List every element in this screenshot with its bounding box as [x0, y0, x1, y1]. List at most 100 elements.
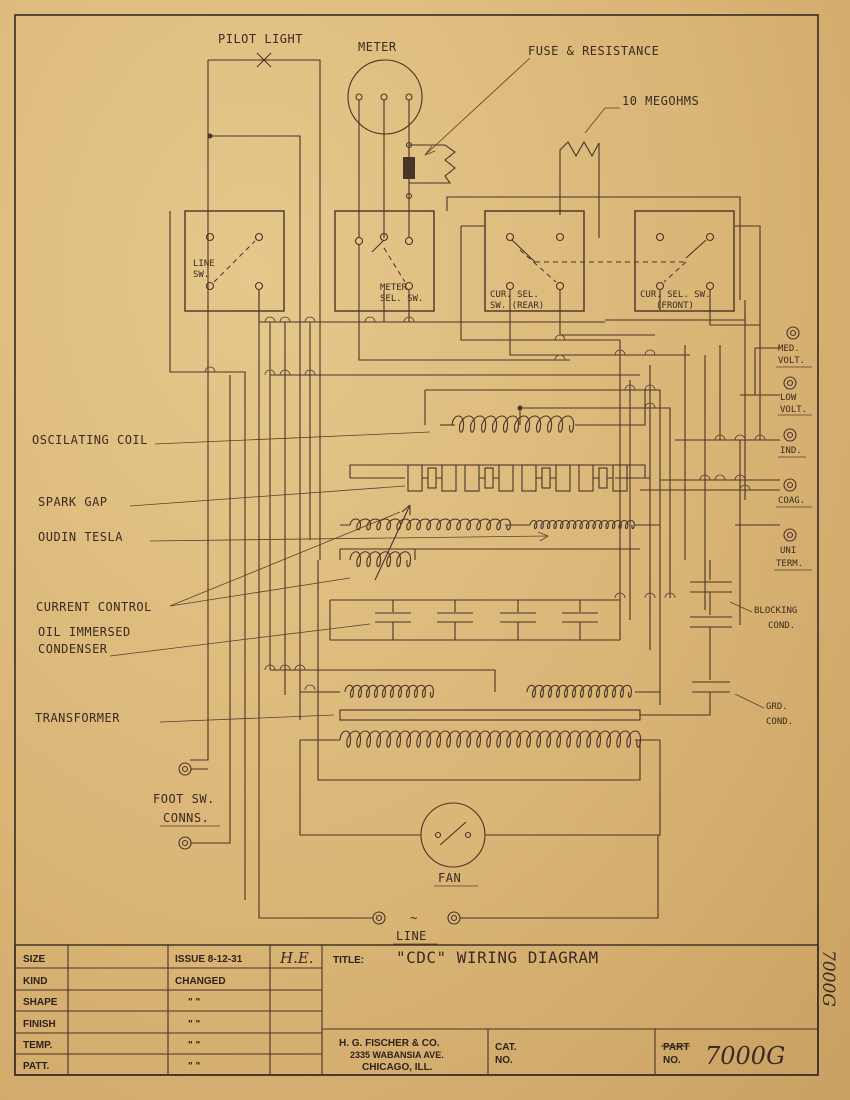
low-volt-label-1: LOW — [780, 393, 797, 403]
ditto-shape: " " — [188, 997, 201, 1008]
blocking-condenser: BLOCKING COND. — [690, 560, 797, 680]
tesla-primary-winding — [349, 518, 512, 531]
blocking-cond-label-1: BLOCKING — [754, 606, 797, 616]
megohms-label: 10 MEGOHMS — [622, 94, 699, 108]
transformer: TRANSFORMER — [35, 669, 660, 748]
line-switch: LINE SW. — [184, 210, 285, 312]
issue-date: ISSUE 8-12-31 — [175, 954, 243, 965]
row-temp: TEMP. — [23, 1040, 52, 1051]
ditto-patt: " " — [188, 1061, 201, 1072]
company-city: CHICAGO, ILL. — [362, 1062, 433, 1073]
margin-part-number: 7000G — [818, 950, 838, 1007]
med-volt-label-1: MED. — [778, 344, 800, 354]
transformer-label: TRANSFORMER — [35, 711, 120, 725]
tesla-secondary-winding — [529, 519, 635, 530]
oil-condenser-plate-pair — [500, 600, 536, 640]
oscilating-coil-winding — [451, 415, 575, 433]
oil-condenser-label-2: CONDENSER — [38, 642, 108, 656]
changed-label: CHANGED — [175, 976, 226, 987]
fuse-resistance: FUSE & RESISTANCE — [403, 44, 659, 200]
current-control: CURRENT CONTROL — [36, 504, 640, 614]
transformer-winding-a — [344, 684, 434, 698]
row-kind: KIND — [23, 976, 47, 987]
front-switch-label-1: CUR. SEL. SW. — [640, 290, 710, 300]
oil-condenser-plate-pair — [562, 600, 598, 640]
company-name: H. G. FISCHER & CO. — [339, 1038, 440, 1049]
ground-condenser: GRD. COND. — [640, 681, 793, 727]
part-number: 7000G — [705, 1042, 785, 1070]
current-control-winding — [349, 551, 412, 568]
spark-gap-electrode — [464, 464, 514, 492]
line-label: LINE — [396, 929, 427, 943]
pilot-light-label: PILOT LIGHT — [218, 32, 303, 46]
foot-switch-connections: FOOT SW. CONNS. — [153, 375, 231, 850]
fan: FAN — [299, 740, 661, 887]
oil-condenser-plate-pair — [437, 600, 473, 640]
oscilating-coil: OSCILATING COIL — [32, 390, 646, 447]
fuse-resistance-label: FUSE & RESISTANCE — [528, 44, 659, 58]
title-label: TITLE: — [333, 955, 364, 966]
ditto-finish: " " — [188, 1019, 201, 1030]
oil-condenser: OIL IMMERSED CONDENSER — [38, 599, 620, 657]
front-switch-label-2: (FRONT) — [656, 301, 694, 311]
row-size: SIZE — [23, 954, 46, 965]
coag-label: COAG. — [778, 496, 805, 506]
med-volt-label-2: VOLT. — [778, 356, 805, 366]
oil-condenser-plate-pair — [375, 600, 411, 640]
oscilating-coil-label: OSCILATING COIL — [32, 433, 148, 447]
terminal-coag: COAG. — [776, 478, 812, 508]
title-value: "CDC" WIRING DIAGRAM — [396, 948, 599, 967]
meter-label: METER — [358, 40, 397, 54]
row-shape: SHAPE — [23, 997, 58, 1008]
ditto-temp: " " — [188, 1040, 201, 1051]
low-volt-label-2: VOLT. — [780, 405, 807, 415]
current-control-label: CURRENT CONTROL — [36, 600, 152, 614]
meter: METER — [347, 40, 423, 238]
transformer-primary-winding — [339, 730, 642, 748]
crossover-hops — [204, 316, 766, 691]
foot-sw-label-2: CONNS. — [163, 811, 209, 825]
oudin-tesla: OUDIN TESLA — [38, 518, 660, 544]
current-select-switch-rear: CUR. SEL. SW. (REAR) — [484, 210, 585, 312]
row-finish: FINISH — [23, 1019, 56, 1030]
cat-label: CAT. — [495, 1042, 517, 1053]
terminal-ind: IND. — [778, 428, 806, 458]
output-terminals: MED. VOLT. LOW VOLT. IND. COAG. UNI TERM… — [774, 326, 812, 571]
spark-gap-electrode — [407, 464, 457, 492]
uni-term-label-1: UNI — [780, 546, 796, 556]
row-patt: PATT. — [23, 1061, 50, 1072]
grd-cond-label-2: COND. — [766, 717, 793, 727]
foot-sw-label-1: FOOT SW. — [153, 792, 215, 806]
spark-gap: SPARK GAP — [38, 464, 650, 509]
terminal-med-volt: MED. VOLT. — [776, 326, 812, 368]
current-select-switch-front: CUR. SEL. SW. (FRONT) — [634, 210, 735, 312]
issue-initials: H.E. — [279, 949, 314, 967]
pilot-light: PILOT LIGHT — [190, 32, 321, 761]
line-switch-label-1: LINE — [193, 259, 215, 269]
line-input: ~ LINE — [258, 290, 659, 945]
grd-cond-label-1: GRD. — [766, 702, 788, 712]
spark-gap-electrode — [521, 464, 571, 492]
terminal-uni: UNI TERM. — [774, 528, 812, 571]
blocking-cond-label-2: COND. — [768, 621, 795, 631]
part-struck-label: PART — [663, 1042, 689, 1053]
spark-gap-label: SPARK GAP — [38, 495, 108, 509]
title-block: SIZE KIND SHAPE FINISH TEMP. PATT. ISSUE… — [14, 944, 819, 1076]
ind-label: IND. — [780, 446, 802, 456]
transformer-winding-b — [526, 684, 632, 698]
bus-wiring — [169, 196, 780, 900]
rear-switch-label-2: SW. (REAR) — [490, 301, 544, 311]
line-switch-label-2: SW. — [193, 270, 209, 280]
no-label: NO. — [663, 1055, 681, 1066]
rear-switch-label-1: CUR. SEL. — [490, 290, 539, 300]
meter-select-label-1: METER — [380, 283, 408, 293]
fan-label: FAN — [438, 871, 461, 885]
meter-select-label-2: SEL. SW. — [380, 294, 423, 304]
line-tilde: ~ — [410, 911, 418, 925]
cat-no-label: NO. — [495, 1055, 513, 1066]
oudin-tesla-label: OUDIN TESLA — [38, 530, 123, 544]
oil-condenser-label-1: OIL IMMERSED — [38, 625, 131, 639]
megohms-resistor: 10 MEGOHMS — [559, 94, 699, 238]
company-address: 2335 WABANSIA AVE. — [350, 1050, 444, 1060]
